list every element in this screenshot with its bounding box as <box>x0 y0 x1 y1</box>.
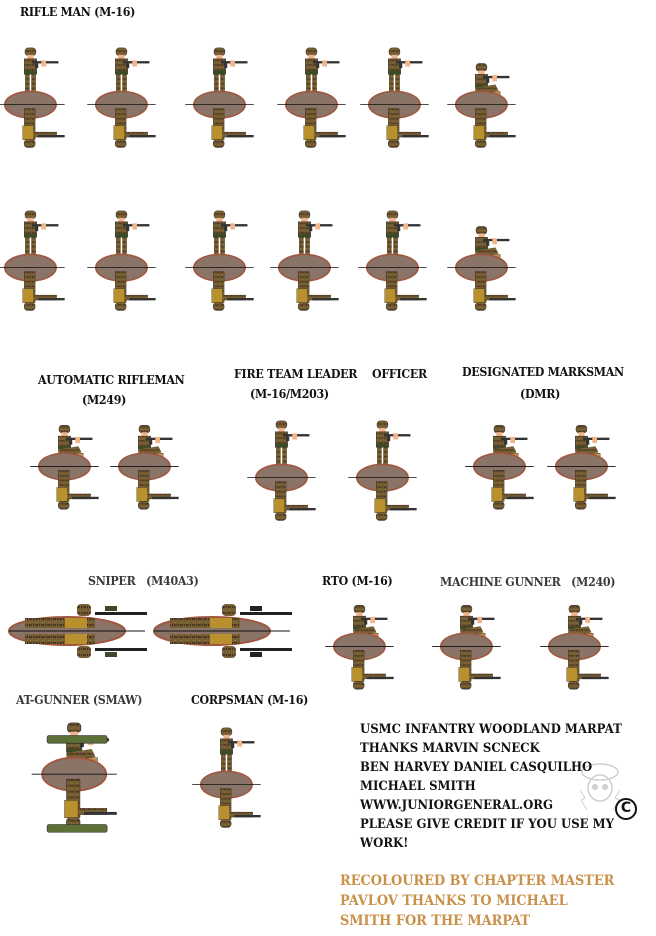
figure-rifleman-8 <box>184 195 263 345</box>
figure-at-gunner <box>30 720 130 840</box>
section-title-officer: OFFICER <box>372 367 427 381</box>
figure-rifleman-4 <box>276 32 355 182</box>
section-title-machine-gunner: MACHINE GUNNER (M240) <box>440 575 616 589</box>
section-title-corpsman: CORPSMAN (M-16) <box>191 693 309 707</box>
section-title-designated-marksman: DESIGNATED MARKSMAN <box>462 365 624 379</box>
section-title-at-gunner: AT-GUNNER (SMAW) <box>16 693 143 707</box>
figure-corpsman <box>191 712 270 862</box>
credits-website: WWW.JUNIORGENERAL.ORG <box>360 798 554 813</box>
figure-rifleman-7 <box>86 195 165 345</box>
figure-automatic-rifleman-1 <box>29 410 108 540</box>
credits-line: WORK! <box>360 836 409 851</box>
figure-officer <box>347 405 426 555</box>
section-title-rto: RTO (M-16) <box>322 574 393 588</box>
figure-designated-marksman-1 <box>464 410 543 540</box>
credits-line: MICHAEL SMITH <box>360 779 476 794</box>
figure-fire-team-leader <box>246 405 325 555</box>
figure-designated-marksman-2 <box>546 410 625 540</box>
figure-rifleman-6 <box>0 195 74 345</box>
recolour-line: PAVLOV THANKS TO MICHAEL <box>340 893 568 909</box>
figure-rifleman-kneeling-1 <box>446 32 525 182</box>
credits-line: PLEASE GIVE CREDIT IF YOU USE MY <box>360 817 614 832</box>
figure-rifleman-kneeling-2 <box>446 195 525 345</box>
figure-rifleman-9 <box>269 195 348 345</box>
recolour-line: RECOLOURED BY CHAPTER MASTER <box>340 873 615 889</box>
section-subtitle-fire-team-leader: (M-16/M203) <box>250 387 329 401</box>
figure-sniper-1 <box>5 600 150 662</box>
credits-line: THANKS MARVIN SCNECK <box>360 741 540 756</box>
figure-sniper-2 <box>150 600 295 662</box>
figure-rto <box>324 590 403 720</box>
credits-line: BEN HARVEY DANIEL CASQUILHO <box>360 760 593 775</box>
figure-machine-gunner-1 <box>431 590 510 720</box>
section-subtitle-designated-marksman: (DMR) <box>520 387 561 401</box>
section-title-fire-team-leader: FIRE TEAM LEADER <box>234 367 358 381</box>
recolour-line: SMITH FOR THE MARPAT <box>340 913 531 929</box>
section-title-automatic-rifleman: AUTOMATIC RIFLEMAN <box>38 373 185 387</box>
figure-machine-gunner-2 <box>539 590 618 720</box>
credits-block: USMC INFANTRY WOODLAND MARPAT THANKS MAR… <box>360 720 622 853</box>
copyright-icon: C <box>615 798 637 820</box>
recolour-credits: RECOLOURED BY CHAPTER MASTER PAVLOV THAN… <box>340 871 614 931</box>
figure-automatic-rifleman-2 <box>109 410 188 540</box>
figure-rifleman-3 <box>184 32 263 182</box>
figure-rifleman-2 <box>86 32 165 182</box>
figure-rifleman-1 <box>0 32 74 182</box>
section-subtitle-automatic-rifleman: (M249) <box>82 393 127 407</box>
section-title-sniper: SNIPER (M40A3) <box>88 574 199 588</box>
section-title-rifleman: RIFLE MAN (M-16) <box>20 5 136 19</box>
figure-rifleman-10 <box>357 195 436 345</box>
figure-rifleman-5 <box>359 32 438 182</box>
credits-line: USMC INFANTRY WOODLAND MARPAT <box>360 722 622 737</box>
